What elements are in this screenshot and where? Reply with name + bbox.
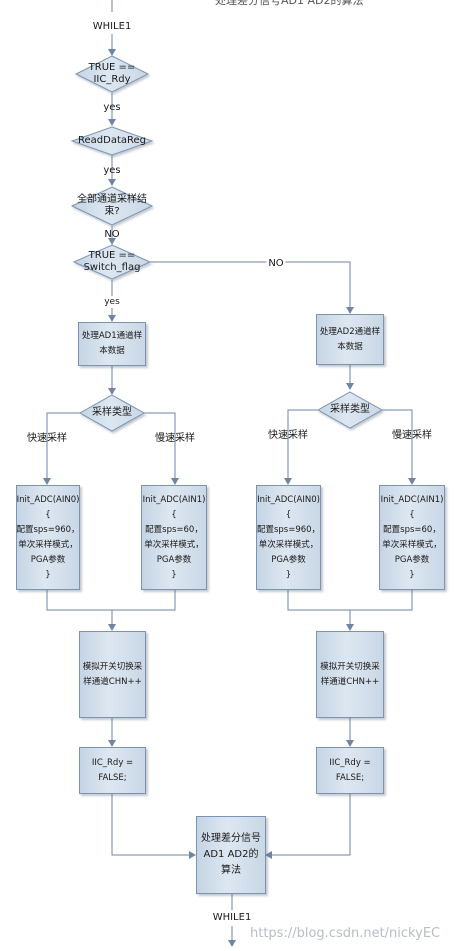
init-ain1-right-line5: PGA参数 (394, 554, 430, 565)
connector-right-merge (287, 590, 413, 611)
init-ain1-left-line1: Init_ADC(AIN1) (142, 494, 206, 505)
connector-right-to-final (265, 793, 351, 859)
init-ain0-right-line1: Init_ADC(AIN0) (257, 494, 320, 505)
init-ain0-left-line4: 单次采样模式， (18, 539, 78, 550)
analog-switch-left-box: 模拟开关切换采 样通道CHN++ (79, 631, 146, 718)
iic-false-left-line1: IIC_Rdy = (91, 757, 134, 768)
label-fast-right: 快速采样 (268, 430, 308, 441)
init-adc-ain1-left-box: Init_ADC(AIN1) { 配置sps=60， 单次采样模式， PGA参数… (141, 485, 207, 590)
init-ain0-right-line5: PGA参数 (271, 554, 306, 565)
decision-all-channels-text: 全部通道采样结 束? (77, 194, 147, 218)
init-adc-ain0-left-box: Init_ADC(AIN0) { 配置sps=960， 单次采样模式， PGA参… (16, 485, 80, 590)
connector-left-to-final (111, 793, 196, 859)
init-adc-ain0-right-box: Init_ADC(AIN0) { 配置sps=960， 单次采样模式， PGA参… (256, 485, 321, 590)
decision-iic-rdy-line1: TRUE == (88, 62, 136, 73)
label-no-2: NO (266, 258, 286, 270)
decision-readdatareg (70, 126, 154, 156)
label-yes-2: yes (103, 165, 121, 176)
init-ain1-left-line3: 配置sps=60， (145, 524, 203, 535)
decision-readdatareg-text: ReadDataReg (77, 135, 147, 146)
process-ad2-line2: 本数据 (337, 341, 363, 352)
connector-left-fast (43, 412, 80, 485)
decision-sample-type-right (316, 391, 384, 429)
init-ain0-right-line6: } (285, 569, 292, 580)
init-ain1-right-line3: 配置sps=60， (383, 524, 441, 535)
final-algorithm-line1: 处理差分信号 (201, 833, 261, 844)
connector-left-slow (144, 412, 179, 485)
iic-false-left-box: IIC_Rdy = FALSE; (79, 747, 146, 794)
decision-all-channels-line1: 全部通道采样结 (77, 194, 147, 205)
decision-iic-rdy (74, 55, 150, 93)
analog-switch-right-line1: 模拟开关切换采 (320, 661, 380, 672)
connector-right-slow (382, 409, 416, 485)
iic-false-right-box: IIC_Rdy = FALSE; (316, 747, 384, 794)
analog-switch-left-line2: 样通道CHN++ (83, 676, 142, 687)
connector-switch-no-to-ad2 (150, 261, 354, 314)
init-ain1-right-line6: } (409, 569, 415, 580)
process-ad1-line2: 本数据 (99, 346, 125, 356)
label-slow-right: 慢速采样 (392, 430, 432, 441)
process-ad1-box: 处理AD1通道样 本数据 (78, 322, 146, 366)
init-ain1-left-line2: { (171, 509, 177, 520)
decision-iic-rdy-text: TRUE == IIC_Rdy (89, 62, 136, 86)
end-label: WHILE1 (212, 912, 252, 923)
decision-sample-type-left-text: 采样类型 (92, 407, 132, 418)
label-yes-3: yes (104, 296, 120, 308)
final-algorithm-line2: AD1 AD2的 (203, 849, 259, 860)
label-slow-left: 慢速采样 (155, 433, 195, 444)
decision-switch-flag-line1: TRUE == (88, 250, 136, 261)
decision-iic-rdy-line2: IIC_Rdy (93, 74, 131, 85)
init-ain1-right-line4: 单次采样模式， (382, 539, 442, 550)
init-ain0-left-line1: Init_ADC(AIN0) (16, 494, 80, 505)
init-ain0-left-line3: 配置sps=960， (16, 524, 80, 535)
label-fast-left: 快速采样 (27, 433, 67, 444)
top-cutoff-text: 处理差分信号AD1 AD2的算法 (215, 0, 364, 7)
iic-false-left-line2: FALSE; (98, 772, 127, 783)
analog-switch-right-line2: 样通道CHN++ (320, 676, 380, 687)
decision-switch-flag-line2: Switch_flag (83, 262, 141, 273)
connector-right-fast (284, 409, 318, 485)
init-ain1-right-line2: { (409, 509, 415, 520)
connector-left-merge (46, 590, 176, 611)
init-ain0-right-line3: 配置sps=960， (256, 524, 321, 535)
label-no-1: NO (104, 229, 120, 240)
final-algorithm-line3: 算法 (221, 865, 241, 876)
init-ain0-left-line6: } (45, 569, 51, 580)
decision-switch-flag (72, 244, 152, 280)
init-ain1-left-line6: } (171, 569, 177, 580)
init-ain1-left-line5: PGA参数 (156, 554, 192, 565)
init-ain1-right-line1: Init_ADC(AIN1) (380, 494, 444, 505)
decision-all-channels-line2: 束? (104, 206, 120, 217)
init-ain0-left-line5: PGA参数 (30, 554, 66, 565)
decision-all-channels (70, 186, 154, 226)
analog-switch-left-line1: 模拟开关切换采 (82, 661, 143, 672)
start-label: WHILE1 (92, 21, 132, 32)
decision-sample-type-left (78, 394, 146, 432)
init-ain0-right-line4: 单次采样模式， (258, 539, 319, 550)
process-ad2-line1: 处理AD2通道样 (319, 326, 381, 337)
analog-switch-right-box: 模拟开关切换采 样通道CHN++ (316, 631, 384, 718)
final-algorithm-box: 处理差分信号 AD1 AD2的 算法 (196, 816, 266, 894)
process-ad1-line1: 处理AD1通道样 (81, 331, 143, 341)
decision-sample-type-right-text: 采样类型 (330, 404, 370, 415)
init-ain1-left-line4: 单次采样模式， (144, 539, 204, 550)
init-ain0-right-line2: { (285, 509, 292, 520)
process-ad2-box: 处理AD2通道样 本数据 (316, 314, 384, 365)
init-adc-ain1-right-box: Init_ADC(AIN1) { 配置sps=60， 单次采样模式， PGA参数… (379, 485, 445, 590)
label-yes-1: yes (103, 102, 121, 113)
init-ain0-left-line2: { (45, 509, 51, 520)
iic-false-right-line1: IIC_Rdy = (329, 757, 371, 768)
iic-false-right-line2: FALSE; (335, 772, 365, 783)
decision-switch-flag-text: TRUE == Switch_flag (84, 250, 141, 274)
watermark: https://blog.csdn.net/nickyEC (250, 926, 441, 941)
